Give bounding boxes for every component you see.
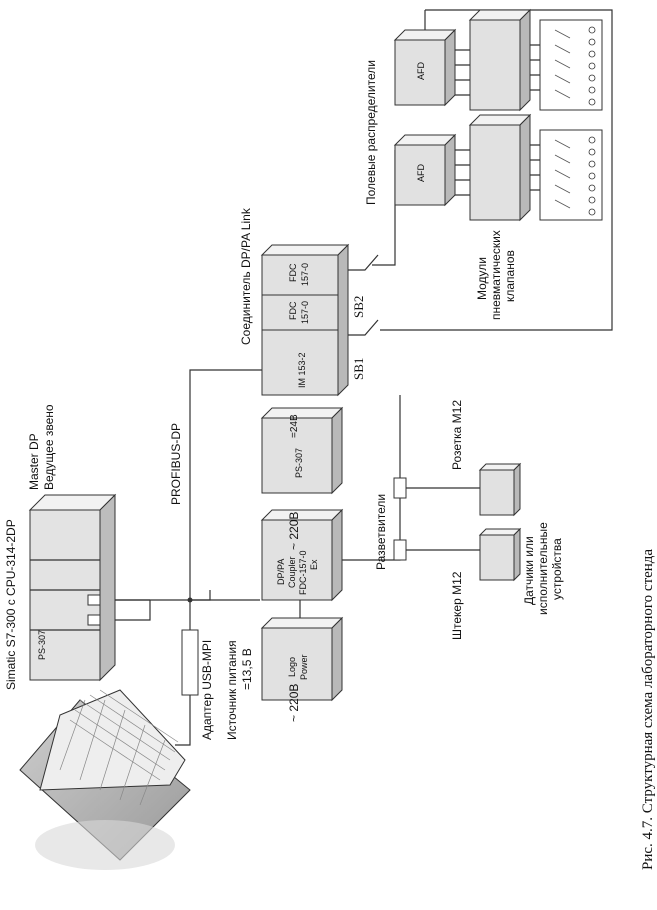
laptop-cable [175, 695, 191, 746]
afd-top: AFD [393, 28, 457, 107]
sb1-label: SB1 [351, 358, 366, 380]
coupler-to-splitters [338, 420, 401, 561]
laptop-icon [19, 689, 191, 870]
valves-label-1: Модули [475, 257, 489, 300]
fdc1-label-a: FDC [288, 301, 298, 320]
sensors-label-1: Датчики или [522, 536, 536, 605]
ps307-label: PS-307 [294, 448, 304, 478]
relay-panel-top [539, 19, 603, 111]
relay-panel-bottom [539, 129, 603, 221]
coupler-label-d: Ex [309, 559, 319, 570]
plug-label: Штекер M12 [450, 571, 464, 640]
logo-power-module: Logo Power [260, 616, 344, 702]
afd-bottom-label: AFD [416, 163, 426, 182]
im153-module [261, 329, 339, 396]
socket-label: Розетка M12 [450, 400, 464, 470]
v220-bottom-label: ~ 220В [287, 684, 301, 722]
im153-label: IM 153-2 [297, 352, 307, 388]
coupler-label-b: Coupler [287, 556, 297, 588]
plc-ps-label: PS-307 [37, 630, 47, 660]
afd-bottom-outputs [445, 149, 470, 196]
fdc-module-1 [261, 294, 339, 331]
sensor-device [478, 527, 522, 582]
ps307-module: PS-307 [260, 406, 344, 495]
valves-label-2: пневматических [489, 230, 503, 320]
figure-caption: Рис. 4.7. Структурная схема лабораторног… [640, 549, 656, 870]
socket-m12 [478, 462, 522, 517]
dppa-coupler-module: DP/PA Coupler FDC-157-0 Ex [260, 508, 344, 602]
plc-rack: PS-307 [28, 493, 117, 682]
profibus-label: PROFIBUS-DP [169, 423, 183, 505]
simatic-label: Simatic S7-300 с CPU-314-2DP [4, 519, 18, 690]
afd-top-label: AFD [416, 61, 426, 80]
fdc-module-2 [261, 254, 339, 296]
psu-label-2: =13,5 В [240, 648, 254, 690]
dppa-link-rack: IM 153-2 FDC 157-0 FDC 157-0 [260, 243, 350, 397]
splitters-label: Разветвители [374, 494, 388, 570]
valve-module-top [468, 8, 532, 112]
mpi-cable-2 [100, 600, 151, 621]
master-sub-label: Ведущее звено [42, 404, 56, 490]
sensors-label-3: устройства [550, 538, 564, 600]
link-title-label: Соединитель DP/PA Link [239, 207, 253, 345]
sb2-label: SB2 [351, 296, 366, 318]
master-dp-label: Master DP [27, 433, 41, 490]
field-dist-label: Полевые распределители [364, 60, 378, 205]
usb-mpi-adapter [181, 629, 199, 696]
splitter-2 [393, 539, 407, 561]
valves-label-3: клапанов [503, 250, 517, 302]
coupler-label-c: FDC-157-0 [298, 550, 308, 595]
adapter-label: Адаптер USB-MPI [200, 640, 214, 740]
logo-label-b: Power [299, 654, 309, 680]
coupler-label-a: DP/PA [276, 559, 286, 585]
profibus-line [189, 369, 262, 600]
afd-bottom: AFD [393, 133, 457, 207]
v220-top-label: ~ 220В [287, 512, 301, 550]
adapter-cable [189, 590, 211, 630]
v24-label: =24В [289, 414, 300, 438]
fdc1-label-b: 157-0 [300, 301, 310, 324]
fdc2-label-a: FDC [288, 263, 298, 282]
logo-label-a: Logo [287, 657, 297, 677]
valve-module-bottom [468, 113, 532, 222]
psu-label-1: Источник питания [225, 640, 239, 740]
sensors-label-2: исполнительные [536, 522, 550, 615]
splitter-1 [393, 477, 407, 499]
fdc2-label-b: 157-0 [300, 263, 310, 286]
afd-top-outputs [445, 49, 470, 96]
